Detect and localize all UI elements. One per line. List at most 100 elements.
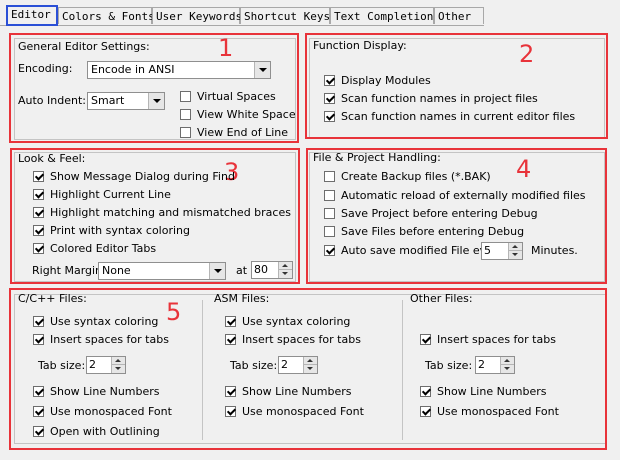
c-syntax-checkbox[interactable]	[33, 316, 44, 327]
print-syntax-label: Print with syntax coloring	[50, 224, 191, 237]
auto-reload-checkbox[interactable]	[324, 190, 335, 201]
asm-line-numbers-label: Show Line Numbers	[242, 385, 352, 398]
annotation-number-5: 5	[166, 298, 182, 326]
other-monospaced-checkbox[interactable]	[420, 406, 431, 417]
asm-syntax-checkbox[interactable]	[225, 316, 236, 327]
c-insert-spaces-checkbox[interactable]	[33, 334, 44, 345]
asm-line-numbers-checkbox[interactable]	[225, 386, 236, 397]
c-tab-size-value: 2	[89, 358, 96, 371]
other-tab-size-spinner[interactable]: 2	[475, 356, 515, 374]
tab-colors-fonts[interactable]: Colors & Fonts	[58, 7, 155, 24]
other-tab-size-label: Tab size:	[425, 359, 473, 372]
chevron-down-icon[interactable]	[254, 62, 270, 78]
annotation-number-4: 4	[516, 155, 532, 183]
asm-files-title: ASM Files:	[214, 292, 270, 305]
tab-user-keywords[interactable]: User Keywords	[152, 7, 242, 24]
colored-tabs-label: Colored Editor Tabs	[50, 242, 157, 255]
highlight-current-line-checkbox[interactable]	[33, 189, 44, 200]
annotation-box-1	[9, 33, 299, 143]
spin-down-icon[interactable]	[509, 251, 522, 259]
view-white-space-checkbox[interactable]	[180, 109, 191, 120]
auto-save-minutes-spinner[interactable]: 5	[481, 242, 523, 260]
show-message-dialog-checkbox[interactable]	[33, 171, 44, 182]
general-editor-settings-group	[14, 38, 296, 140]
right-margin-select-value: None	[102, 264, 131, 277]
annotation-number-3: 3	[224, 158, 240, 186]
spin-down-icon[interactable]	[112, 365, 125, 373]
right-margin-select[interactable]: None	[98, 262, 226, 280]
c-monospaced-checkbox[interactable]	[33, 406, 44, 417]
view-end-of-line-checkbox[interactable]	[180, 127, 191, 138]
tab-other[interactable]: Other	[434, 7, 484, 24]
other-line-numbers-checkbox[interactable]	[420, 386, 431, 397]
c-monospaced-label: Use monospaced Font	[50, 405, 172, 418]
create-backup-label: Create Backup files (*.BAK)	[341, 170, 491, 183]
tab-shortcut-keys[interactable]: Shortcut Keys	[240, 7, 330, 24]
other-files-title: Other Files:	[410, 292, 473, 305]
tab-editor[interactable]: Editor	[6, 5, 58, 26]
file-project-handling-group	[309, 152, 605, 282]
spin-up-icon[interactable]	[304, 357, 317, 365]
column-divider	[202, 300, 203, 440]
c-tab-size-label: Tab size:	[38, 359, 86, 372]
view-end-of-line-label: View End of Line	[197, 126, 289, 139]
display-modules-checkbox[interactable]	[324, 75, 335, 86]
annotation-box-3	[10, 148, 300, 284]
asm-tab-size-spinner[interactable]: 2	[278, 356, 318, 374]
asm-insert-spaces-checkbox[interactable]	[225, 334, 236, 345]
auto-indent-select-value: Smart	[91, 94, 125, 107]
look-feel-title: Look & Feel:	[18, 152, 86, 165]
print-syntax-checkbox[interactable]	[33, 225, 44, 236]
spin-up-icon[interactable]	[509, 243, 522, 251]
spin-down-icon[interactable]	[279, 270, 292, 278]
spin-up-icon[interactable]	[112, 357, 125, 365]
other-insert-spaces-checkbox[interactable]	[420, 334, 431, 345]
encoding-select[interactable]: Encode in ANSI	[87, 61, 271, 79]
auto-indent-label: Auto Indent:	[18, 94, 86, 107]
view-white-space-label: View White Space	[197, 108, 296, 121]
auto-save-label: Auto save modified File every	[341, 244, 504, 257]
save-project-checkbox[interactable]	[324, 208, 335, 219]
scan-editor-checkbox[interactable]	[324, 111, 335, 122]
show-message-dialog-label: Show Message Dialog during Find	[50, 170, 235, 183]
auto-save-minutes-value: 5	[484, 244, 491, 257]
spin-down-icon[interactable]	[501, 365, 514, 373]
create-backup-checkbox[interactable]	[324, 171, 335, 182]
other-monospaced-label: Use monospaced Font	[437, 405, 559, 418]
save-files-label: Save Files before entering Debug	[341, 225, 525, 238]
tab-bar: Editor Colors & Fonts User Keywords Shor…	[0, 0, 620, 28]
spin-down-icon[interactable]	[304, 365, 317, 373]
spin-up-icon[interactable]	[501, 357, 514, 365]
colored-tabs-checkbox[interactable]	[33, 243, 44, 254]
highlight-braces-checkbox[interactable]	[33, 207, 44, 218]
asm-syntax-label: Use syntax coloring	[242, 315, 351, 328]
c-line-numbers-label: Show Line Numbers	[50, 385, 160, 398]
chevron-down-icon[interactable]	[209, 263, 225, 279]
tab-text-completion[interactable]: Text Completion	[330, 7, 434, 24]
save-files-checkbox[interactable]	[324, 226, 335, 237]
minutes-label: Minutes.	[531, 244, 578, 257]
asm-monospaced-checkbox[interactable]	[225, 406, 236, 417]
asm-tab-size-label: Tab size:	[230, 359, 278, 372]
virtual-spaces-checkbox[interactable]	[180, 91, 191, 102]
other-tab-size-value: 2	[478, 358, 485, 371]
asm-monospaced-label: Use monospaced Font	[242, 405, 364, 418]
chevron-down-icon[interactable]	[148, 93, 164, 109]
at-label: at	[236, 264, 248, 277]
c-tab-size-spinner[interactable]: 2	[86, 356, 126, 374]
c-outlining-checkbox[interactable]	[33, 426, 44, 437]
look-feel-group	[14, 152, 296, 282]
annotation-number-2: 2	[519, 40, 535, 68]
auto-save-checkbox[interactable]	[324, 245, 335, 256]
asm-insert-spaces-label: Insert spaces for tabs	[242, 333, 361, 346]
right-margin-column-spinner[interactable]: 80	[251, 261, 293, 279]
scan-project-checkbox[interactable]	[324, 93, 335, 104]
c-insert-spaces-label: Insert spaces for tabs	[50, 333, 169, 346]
highlight-braces-label: Highlight matching and mismatched braces	[50, 206, 291, 219]
c-line-numbers-checkbox[interactable]	[33, 386, 44, 397]
annotation-box-2	[305, 33, 608, 139]
spin-up-icon[interactable]	[279, 262, 292, 270]
auto-indent-select[interactable]: Smart	[87, 92, 165, 110]
asm-tab-size-value: 2	[281, 358, 288, 371]
annotation-number-1: 1	[218, 34, 234, 62]
